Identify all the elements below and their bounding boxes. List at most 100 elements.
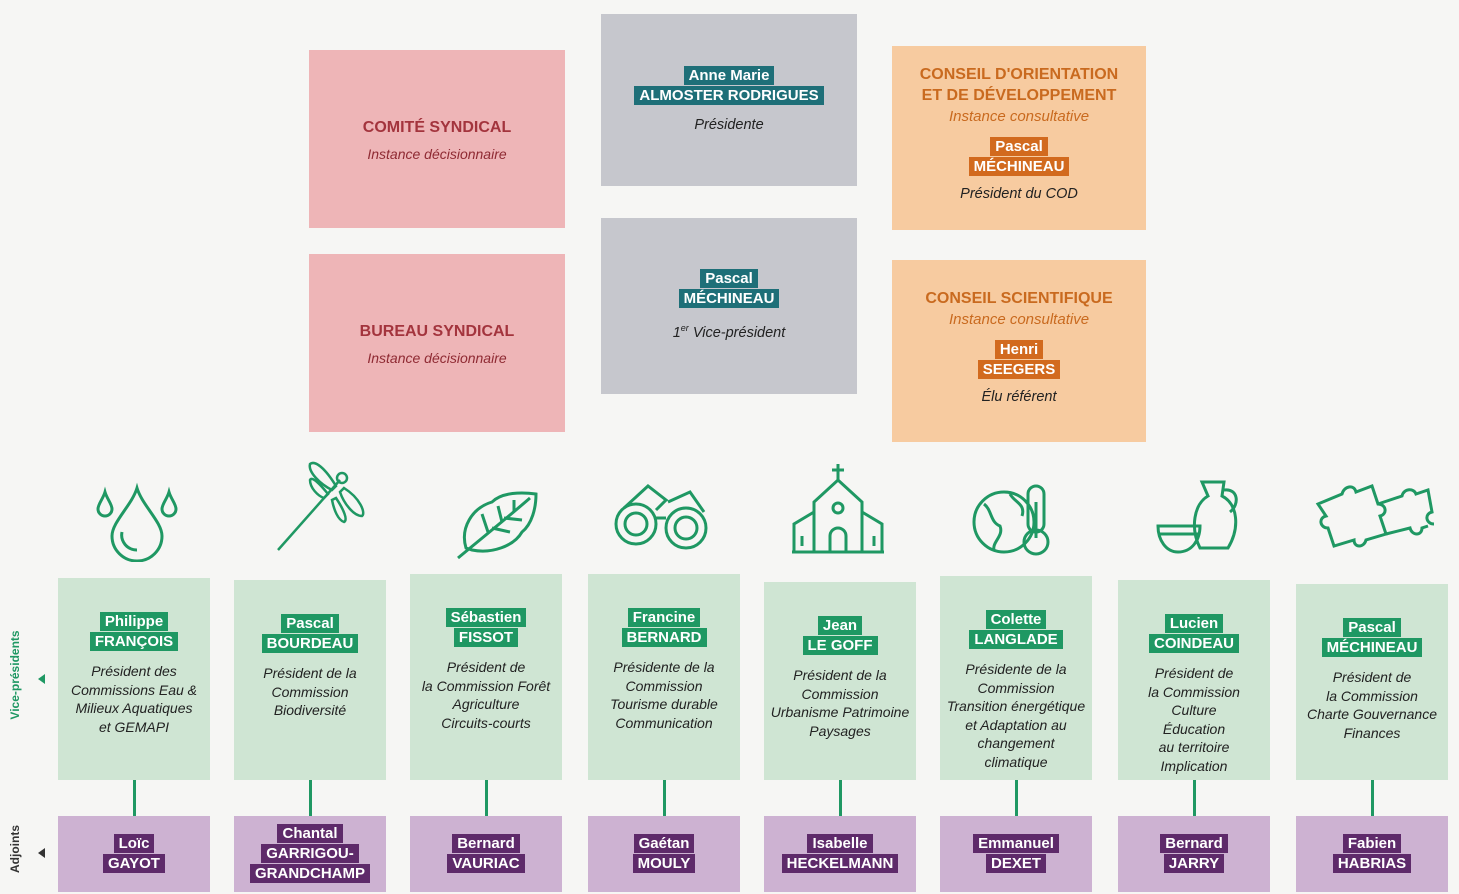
- adjoints-arrow: [38, 848, 45, 858]
- presidente-box: Anne Marie ALMOSTER RODRIGUES Présidente: [601, 14, 857, 186]
- comite-syndical-box: COMITÉ SYNDICAL Instance décisionnaire: [309, 50, 565, 228]
- pottery-icon: [1156, 480, 1238, 554]
- presidente-first-name: Anne Marie: [683, 65, 775, 85]
- vice-president-first-name: Colette: [985, 610, 1047, 629]
- adjoint-name-line: Loïc: [113, 834, 155, 853]
- vice-president-last-name: MÉCHINEAU: [1321, 638, 1423, 657]
- globe-thermometer-icon: [972, 484, 1050, 556]
- vice-president-1-role: 1er Vice-président: [672, 323, 786, 341]
- adjoint-name-line: GAYOT: [103, 854, 165, 873]
- puzzle-icon: [1315, 484, 1434, 548]
- cod-first-name: Pascal: [990, 137, 1048, 156]
- adjoint-name-line: DEXET: [985, 854, 1046, 873]
- presidente-role: Présidente: [694, 116, 764, 133]
- cod-last-name: MÉCHINEAU: [968, 157, 1070, 176]
- connector-line: [133, 780, 136, 816]
- vice-president-last-name: COINDEAU: [1148, 634, 1239, 653]
- vice-president-first-name: Pascal: [1343, 618, 1401, 637]
- vice-president-first-name: Pascal: [281, 614, 339, 633]
- bureau-syndical-box: BUREAU SYNDICAL Instance décisionnaire: [309, 254, 565, 432]
- adjoint-name-line: Fabien: [1342, 834, 1402, 853]
- connector-line: [485, 780, 488, 816]
- presidente-last-name: ALMOSTER RODRIGUES: [634, 85, 824, 105]
- bureau-syndical-subtitle: Instance décisionnaire: [367, 349, 507, 366]
- cod-president-name: Pascal MÉCHINEAU: [968, 137, 1070, 177]
- adjoint-name-line: Bernard: [1160, 834, 1228, 853]
- vice-president-last-name: BERNARD: [621, 628, 707, 647]
- adjoint-name-line: GARRIGOU-: [261, 844, 359, 863]
- vice-president-last-name: LE GOFF: [802, 636, 878, 655]
- vice-president-1-last-name: MÉCHINEAU: [678, 289, 780, 309]
- conseil-scientifique-role: Élu référent: [981, 389, 1057, 405]
- vice-president-1-box: Pascal MÉCHINEAU 1er Vice-président: [601, 218, 857, 394]
- binoculars-icon: [614, 484, 708, 550]
- adjoint-name-line: Isabelle: [807, 834, 873, 853]
- connector-line: [1371, 780, 1374, 816]
- adjoint-name-line: HABRIAS: [1332, 854, 1412, 873]
- cod-box: CONSEIL D'ORIENTATION ET DE DÉVELOPPEMEN…: [892, 46, 1146, 230]
- cod-subtitle: Instance consultative: [948, 108, 1090, 125]
- vice-president-1-name: Pascal MÉCHINEAU: [678, 269, 780, 309]
- adjoint-name-line: VAURIAC: [447, 854, 525, 873]
- leaf-icon: [457, 491, 538, 560]
- vice-president-first-name: Jean: [817, 616, 863, 635]
- adjoints-side-label: Adjoints: [8, 825, 22, 873]
- adjoint-name-line: GRANDCHAMP: [250, 864, 370, 883]
- vice-presidents-arrow: [38, 674, 45, 684]
- connector-line: [1193, 780, 1196, 816]
- bureau-syndical-title: BUREAU SYNDICAL: [359, 322, 515, 340]
- vice-president-last-name: FISSOT: [453, 628, 519, 647]
- adjoint-name-line: JARRY: [1163, 854, 1225, 873]
- adjoint-name-line: MOULY: [632, 854, 696, 873]
- comite-syndical-subtitle: Instance décisionnaire: [367, 145, 507, 162]
- presidente-name: Anne Marie ALMOSTER RODRIGUES: [634, 65, 824, 106]
- vice-president-first-name: Lucien: [1164, 614, 1224, 633]
- conseil-scientifique-referent-name: Henri SEEGERS: [977, 340, 1061, 380]
- comite-syndical-title: COMITÉ SYNDICAL: [362, 118, 512, 136]
- conseil-scientifique-box: CONSEIL SCIENTIFIQUE Instance consultati…: [892, 260, 1146, 442]
- adjoint-name-line: Emmanuel: [973, 834, 1059, 853]
- vice-president-last-name: BOURDEAU: [261, 634, 359, 653]
- conseil-scientifique-subtitle: Instance consultative: [948, 311, 1090, 328]
- vice-president-last-name: FRANÇOIS: [89, 632, 179, 651]
- connector-line: [1015, 780, 1018, 816]
- water-drops-icon: [96, 482, 178, 562]
- adjoint-name-line: Bernard: [452, 834, 520, 853]
- vice-presidents-side-label: Vice-présidents: [8, 630, 22, 720]
- dragonfly-icon: [277, 461, 365, 551]
- cod-title-line1: CONSEIL D'ORIENTATION: [919, 66, 1119, 83]
- connector-line: [309, 780, 312, 816]
- vice-president-first-name: Sébastien: [445, 608, 527, 627]
